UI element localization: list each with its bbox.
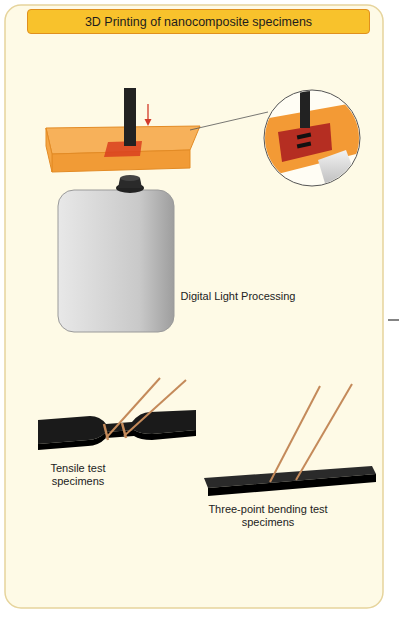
panel [5, 5, 383, 608]
bending-specimen [204, 384, 376, 496]
build-platform-rod [124, 88, 136, 146]
down-arrow [145, 104, 152, 126]
dlp-projector [58, 175, 174, 332]
resin-vat [46, 126, 200, 172]
tensile-specimen [38, 378, 196, 450]
zoom-leader [190, 112, 268, 130]
title-banner: 3D Printing of nanocomposite specimens [27, 9, 370, 34]
caption-label: Tensile test specimens [33, 462, 123, 488]
arrow-stub [388, 319, 399, 320]
zoom-circle [246, 84, 372, 200]
caption-label: Digital Light Processing [158, 290, 318, 303]
caption-label: Three-point bending test specimens [203, 503, 333, 529]
